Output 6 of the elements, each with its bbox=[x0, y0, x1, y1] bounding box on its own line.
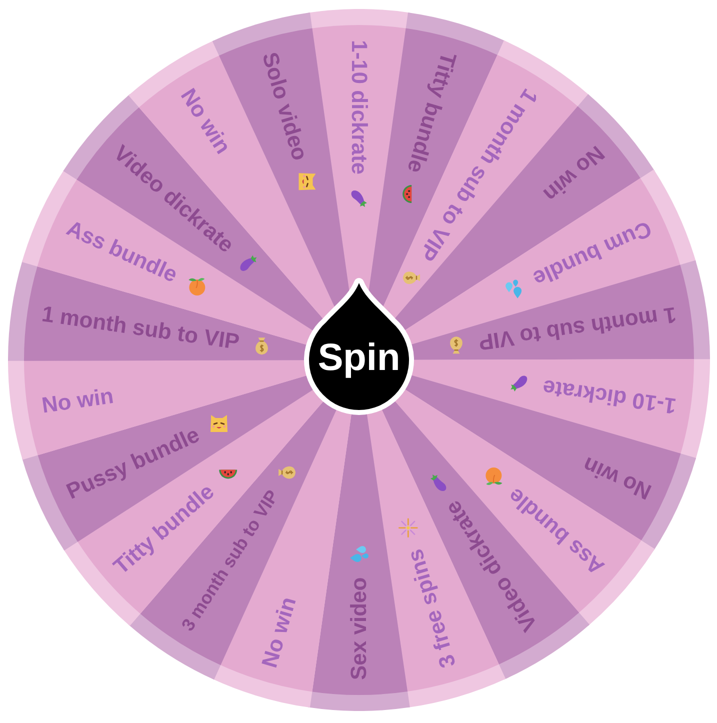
segment-label: 1-10 dickrate bbox=[346, 40, 372, 175]
segment-label: 1-10 dickrate bbox=[540, 374, 678, 418]
segment-label: No win bbox=[40, 382, 116, 418]
segment-label: 3 free spins bbox=[402, 546, 461, 671]
segment-label: No win bbox=[256, 594, 302, 671]
segment-label: No win bbox=[175, 84, 236, 158]
